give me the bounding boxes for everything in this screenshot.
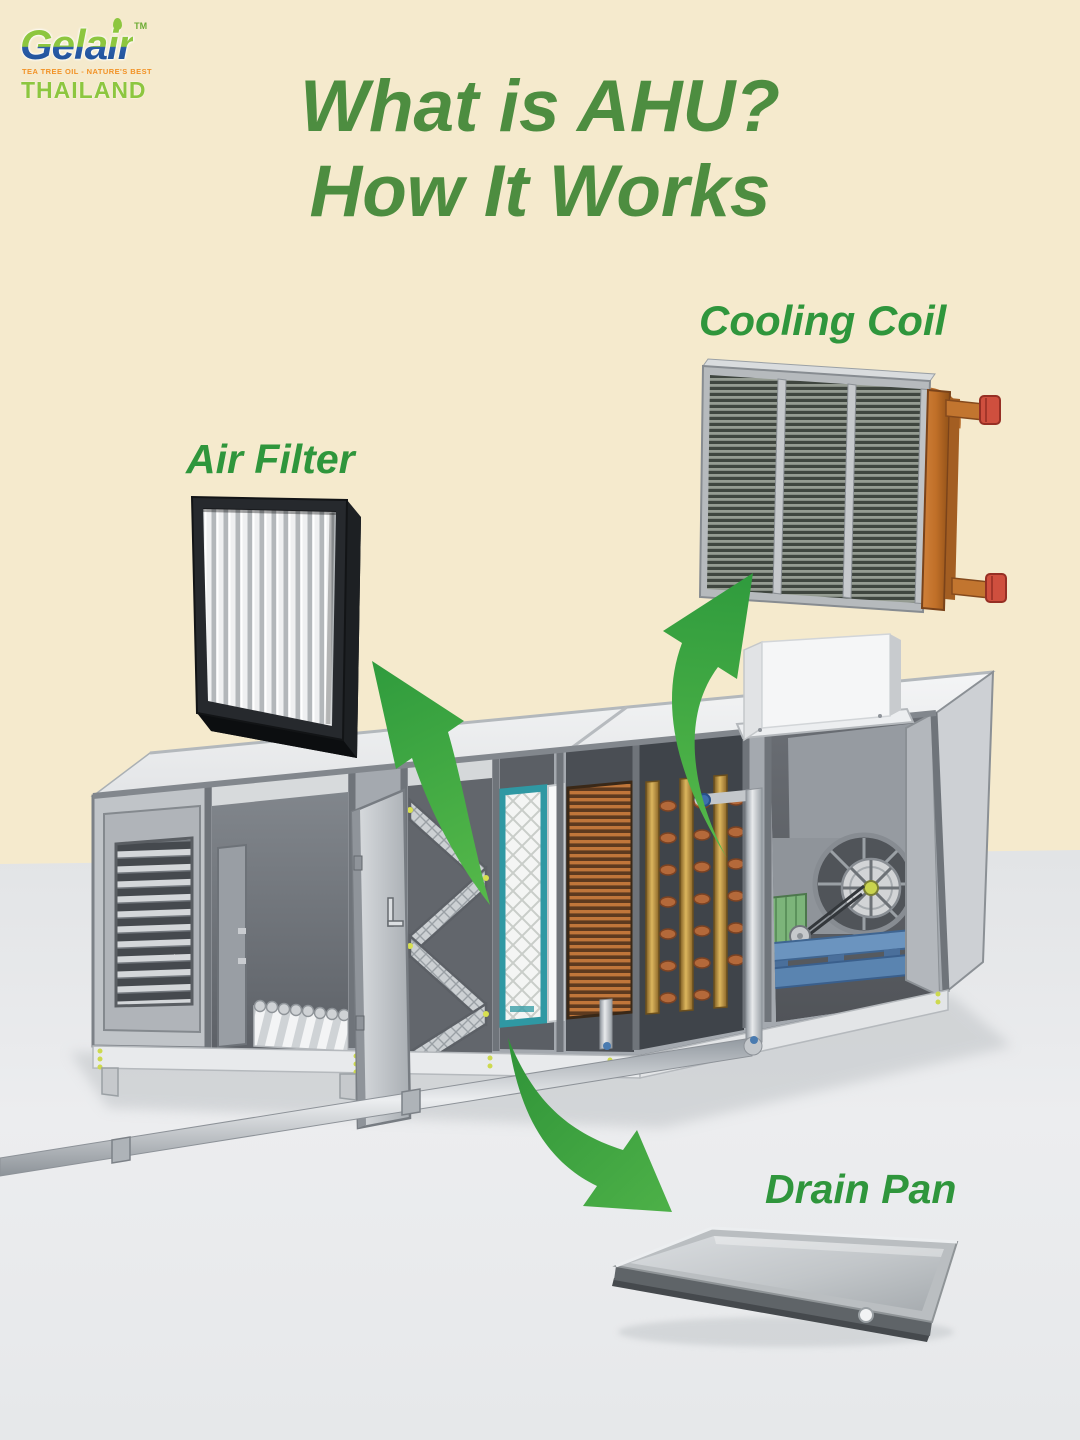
pipe-coupling bbox=[401, 1088, 421, 1116]
drain-piping bbox=[0, 787, 763, 1177]
machine-shadow bbox=[70, 994, 1012, 1128]
panel-filter bbox=[498, 751, 565, 1050]
page-title: What is AHU? How It Works bbox=[0, 64, 1080, 235]
brand-tagline: TEA TREE OIL - NATURE'S BEST bbox=[22, 67, 153, 76]
drain-fitting bbox=[858, 1307, 874, 1323]
title-line-1: What is AHU? bbox=[300, 66, 780, 147]
label-air-filter: Air Filter bbox=[186, 436, 355, 482]
copper-coil bbox=[566, 743, 634, 1052]
fan-section bbox=[770, 713, 940, 1022]
pipe-cap bbox=[985, 573, 1007, 603]
blower-wheel bbox=[840, 857, 902, 919]
hinge-pins bbox=[408, 807, 489, 1017]
pipe-cap bbox=[979, 395, 1001, 425]
brand-logo: Gelair TM TEA TREE OIL - NATURE'S BEST T… bbox=[20, 18, 220, 103]
title-line-2: How It Works bbox=[309, 151, 771, 233]
drain-pan-image bbox=[612, 1226, 959, 1347]
arrow-drain-pan bbox=[508, 1038, 672, 1212]
arrow-cooling-coil bbox=[663, 573, 753, 858]
pipe-coupling bbox=[111, 1136, 131, 1164]
arrow-air-filter bbox=[372, 661, 490, 905]
leaf-drop-icon bbox=[113, 18, 122, 30]
label-drain-pan: Drain Pan bbox=[765, 1166, 957, 1212]
interior-cabinet bbox=[217, 843, 247, 1049]
access-door bbox=[350, 788, 412, 1130]
louver-grille bbox=[114, 836, 194, 1008]
cooling-coil-image bbox=[698, 358, 1007, 614]
label-cooling-coil: Cooling Coil bbox=[699, 297, 947, 344]
brand-country: THAILAND bbox=[21, 76, 147, 103]
coil-headers bbox=[638, 732, 745, 1050]
air-filter-image bbox=[190, 495, 361, 758]
brand-name: Gelair bbox=[20, 21, 134, 68]
tube-ends bbox=[253, 999, 348, 1022]
ahu-unit bbox=[90, 633, 996, 1130]
coil-header bbox=[920, 388, 952, 612]
intake-section bbox=[212, 771, 348, 1051]
louver-intake bbox=[91, 783, 212, 1050]
trademark-symbol: TM bbox=[134, 21, 148, 31]
base-rails bbox=[770, 928, 919, 992]
supply-duct bbox=[735, 633, 915, 742]
